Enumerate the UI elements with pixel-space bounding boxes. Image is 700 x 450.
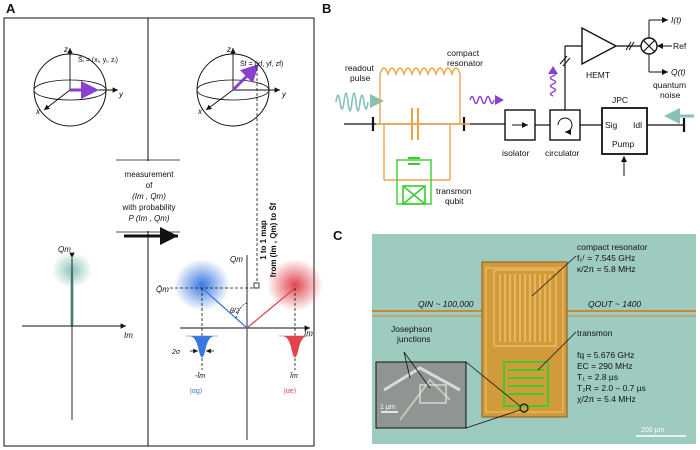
iq-plane-initial: Qm Im: [22, 245, 133, 420]
isolator: isolator: [502, 109, 536, 158]
readout-pulse: readout pulse: [335, 63, 384, 112]
panel-b: B readout pulse compact resonator: [322, 1, 694, 206]
transmon-title: transmon: [577, 328, 613, 338]
i-bar-pos-label: Īm: [290, 372, 298, 380]
bloch-sphere-final: z y x S̄f = (xf, yf, zf): [196, 45, 287, 127]
axis-x-label: x: [35, 107, 41, 116]
main-scale-label: 200 µm: [641, 427, 665, 434]
hemt-amplifier: HEMT: [565, 26, 641, 80]
axis-y-label-final: y: [281, 90, 287, 99]
measurement-line-1: of: [146, 181, 153, 190]
transmon-param-0: fq = 5.676 GHz: [577, 350, 634, 360]
transmon-label-0: transmon: [436, 186, 472, 196]
panel-c-letter: C: [333, 228, 343, 243]
resonator-param-0: f₀ʳ = 7.545 GHz: [577, 253, 635, 263]
transmon-param-4: χ/2π = 5.4 MHz: [577, 394, 636, 404]
pump-label: Pump: [612, 139, 634, 149]
sem-inset: 1 µm: [375, 351, 521, 429]
i-t-label: I(t): [671, 15, 682, 25]
map-label-2: from (Im , Qm) to S̄f: [269, 202, 278, 277]
i-axis-final-label: Im: [304, 329, 313, 338]
q-axis-label: Qm: [58, 245, 71, 254]
idl-label: Idl: [633, 120, 642, 130]
compact-resonator-label-1: resonator: [447, 58, 483, 68]
q-t-label: Q(t): [671, 67, 686, 77]
axis-z-label-final: z: [226, 45, 231, 54]
sig-label: Sig: [605, 120, 618, 130]
compact-resonator-label-0: compact: [447, 48, 480, 58]
panel-a-letter: A: [6, 1, 16, 16]
theta-half-label: θ/2: [230, 308, 240, 315]
two-sigma-label: 2σ: [171, 349, 181, 356]
axis-z-label: z: [63, 45, 68, 54]
ket-g-label: |αg⟩: [190, 387, 203, 395]
compact-resonator-title: compact resonator: [577, 242, 648, 252]
circulator: circulator: [545, 109, 581, 158]
panel-a: A z y x S̄ᵢ = (xᵢ, yᵢ, zᵢ) z y x: [3, 1, 323, 447]
josephson-label-1: junctions: [396, 334, 431, 344]
readout-label-0: readout: [345, 63, 374, 73]
bloch-sphere-initial: z y x S̄ᵢ = (xᵢ, yᵢ, zᵢ): [33, 45, 124, 127]
q-out-label: QOUT ~ 1400: [588, 299, 641, 309]
transmon-qubit: transmon qubit: [396, 157, 472, 206]
transmon-param-1: EC = 290 MHz: [577, 361, 633, 371]
measurement-line-0: measurement: [125, 170, 175, 179]
readout-label-1: pulse: [350, 73, 371, 83]
circulator-label: circulator: [545, 148, 580, 158]
measurement-box: measurement of (Im , Qm) with probabilit…: [116, 159, 180, 245]
panel-b-letter: B: [322, 1, 331, 16]
resonator-structure: [481, 261, 568, 418]
quantum-noise-label-0: quantum: [653, 80, 686, 90]
quantum-noise-label-1: noise: [660, 90, 681, 100]
ket-e-label: |αe⟩: [284, 387, 297, 395]
sphere-initial-label: S̄ᵢ = (xᵢ, yᵢ, zᵢ): [78, 56, 118, 64]
jpc-label: JPC: [612, 95, 628, 105]
inset-scale-label: 1 µm: [380, 404, 396, 411]
measurement-line-3: with probability: [122, 203, 176, 212]
jpc: JPC Sig Idl Pump quantum noise: [601, 80, 694, 176]
iq-plane-final: θ/2 Qm Im Q̄m 2σ -Īm Īm |αg⟩ |αe⟩: [156, 255, 323, 440]
josephson-label-0: Josephson: [391, 324, 432, 334]
hemt-label: HEMT: [586, 70, 610, 80]
transmon-param-2: T₁ = 2.8 µs: [577, 372, 618, 382]
sphere-final-label: S̄f = (xf, yf, zf): [240, 60, 283, 68]
isolator-label: isolator: [502, 148, 530, 158]
measurement-line-2: (Im , Qm): [132, 192, 166, 201]
q-axis-final-label: Qm: [230, 255, 243, 264]
iq-mixer: I(t) Ref Q(t): [640, 15, 687, 77]
q-in-label: QIN ~ 100,000: [418, 299, 474, 309]
axis-x-label-final: x: [197, 107, 203, 116]
map-label: 1 to 1 map: [259, 220, 268, 260]
q-bar-label: Q̄m: [156, 285, 169, 294]
measurement-line-4: P (Im , Qm): [128, 214, 169, 223]
transmon-param-3: T₂R = 2.0 – 0.7 µs: [577, 383, 646, 393]
compact-resonator: compact resonator: [376, 48, 483, 181]
transmon-label-1: qubit: [445, 196, 464, 206]
i-bar-neg-label: -Īm: [195, 372, 205, 380]
ref-label: Ref: [673, 41, 687, 51]
panel-c: C: [333, 228, 696, 444]
axis-y-label: y: [118, 90, 124, 99]
resonator-param-1: κ/2π = 5.8 MHz: [577, 264, 636, 274]
i-axis-label: Im: [124, 331, 133, 340]
